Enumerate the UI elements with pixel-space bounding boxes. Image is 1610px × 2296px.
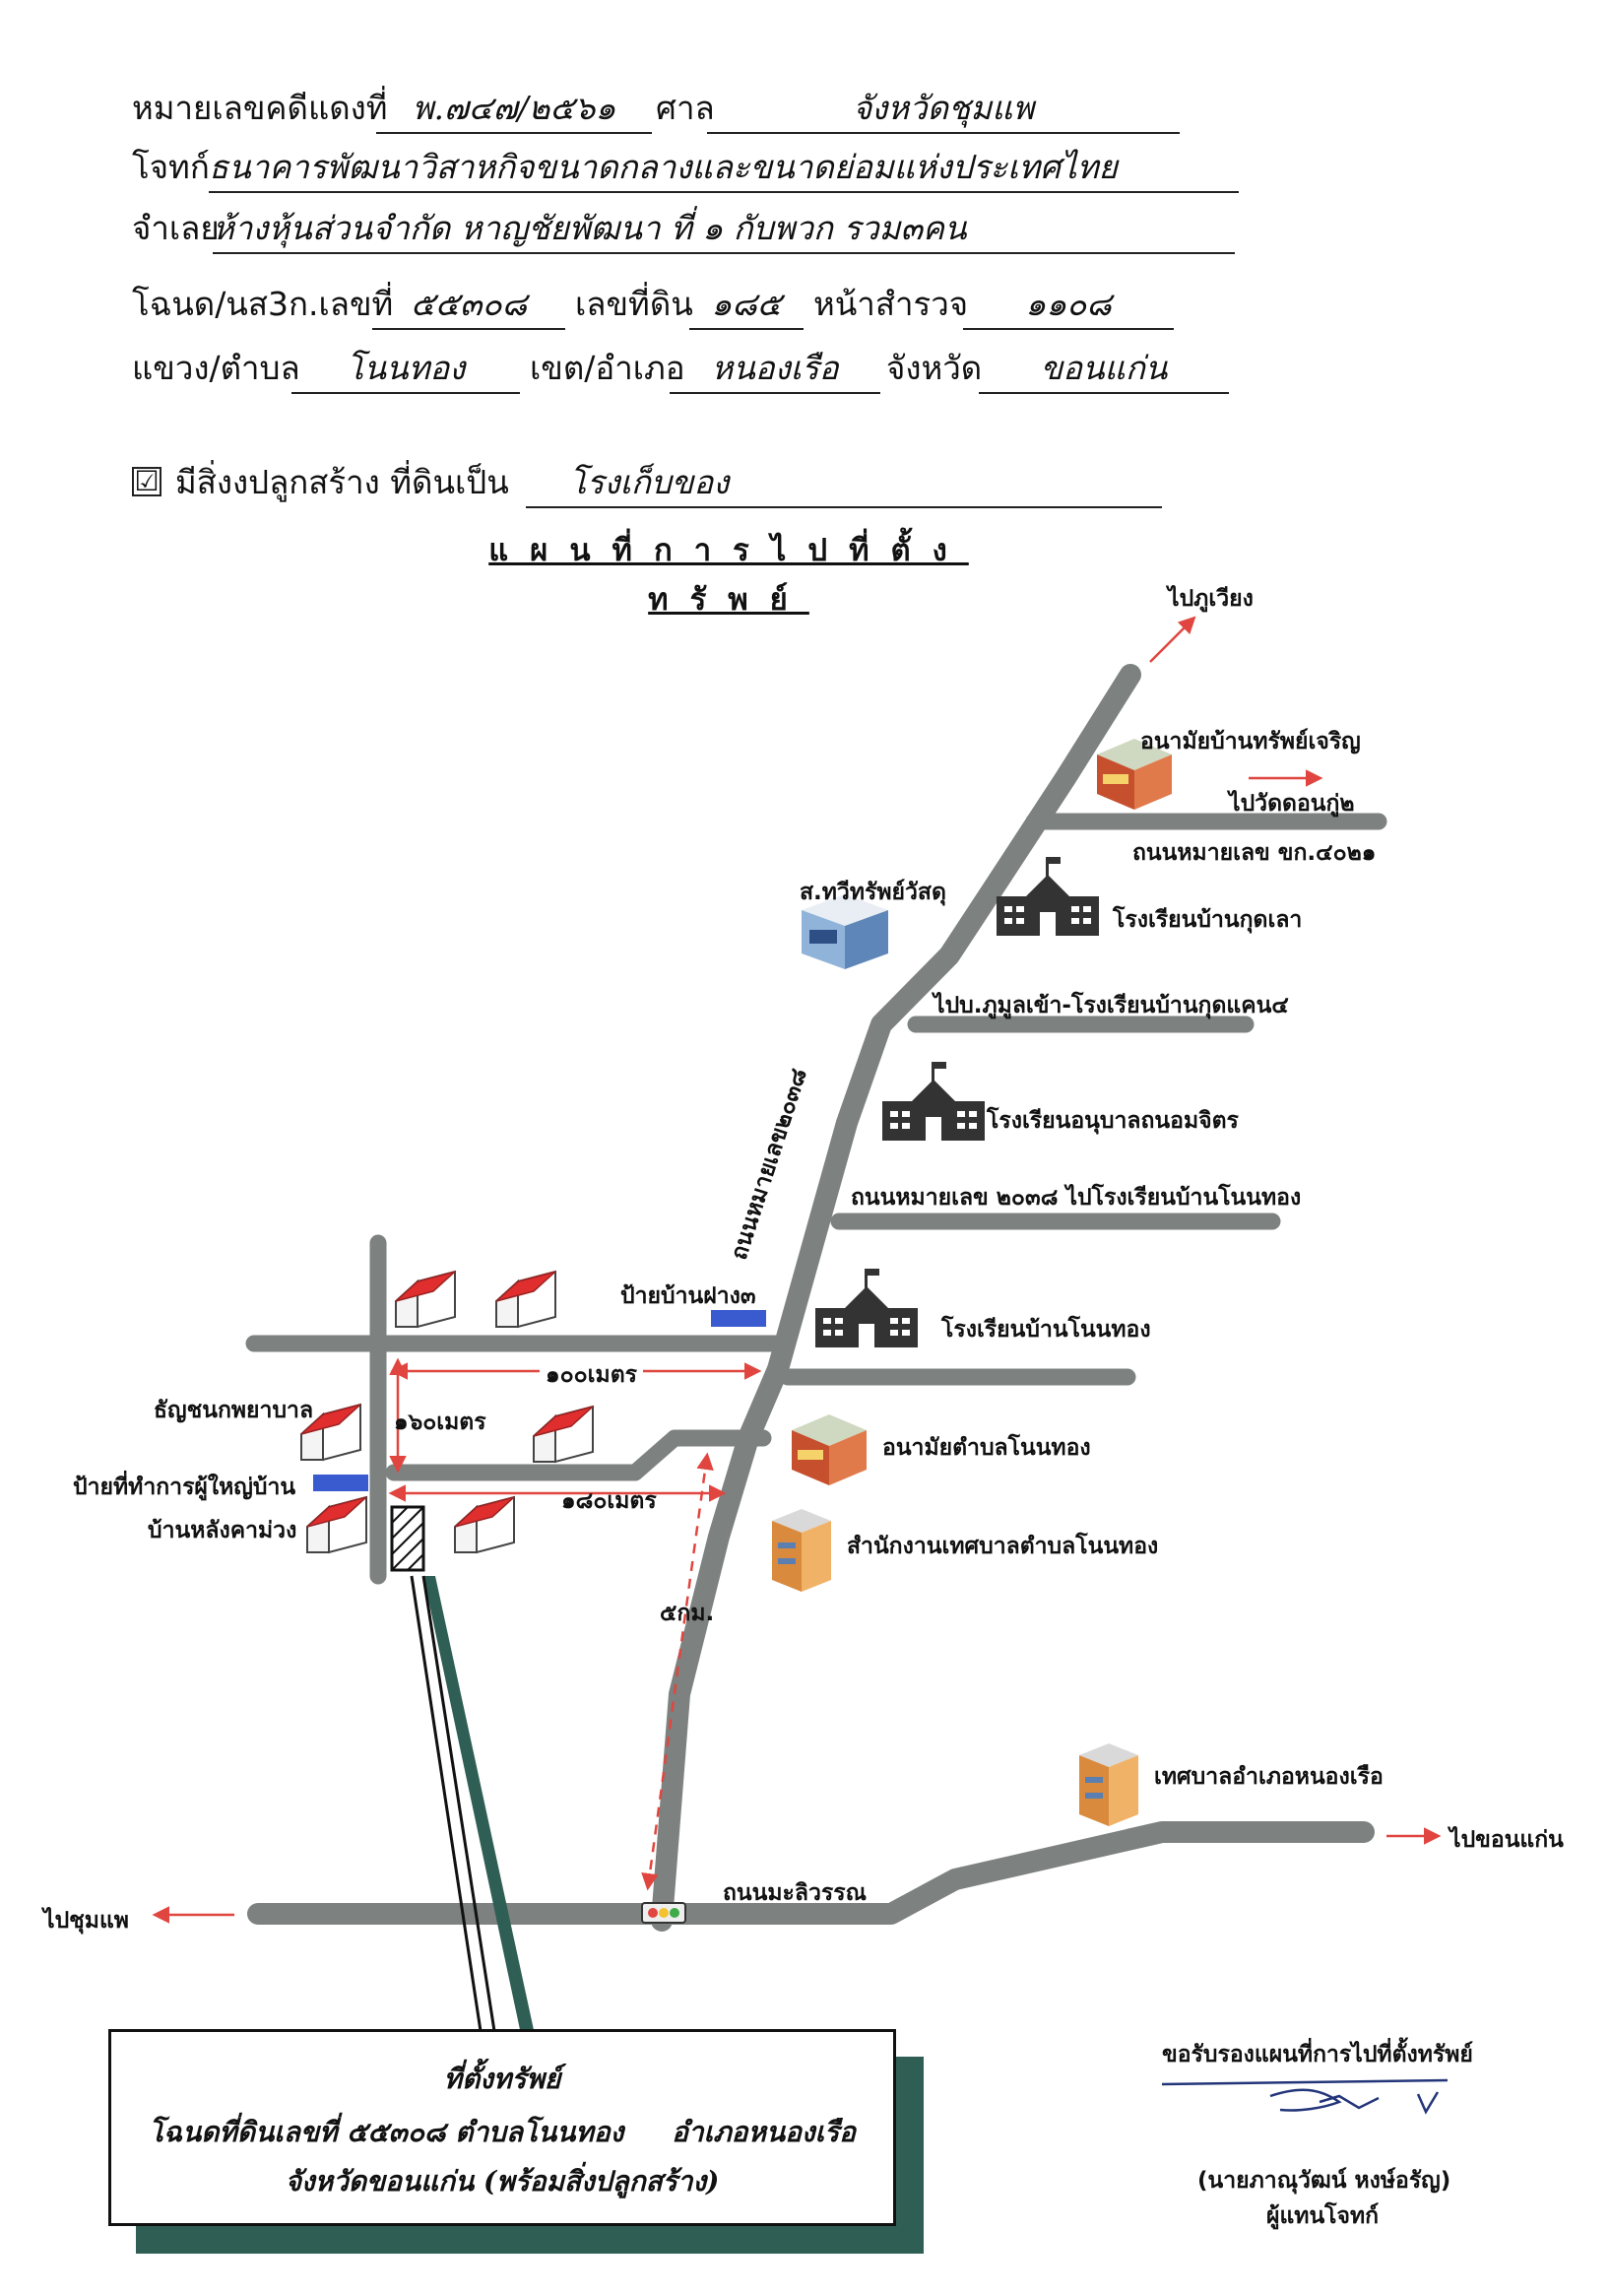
label-lang-kham-muang: บ้านหลังคาม่วง [148,1518,297,1543]
plaintiff-value: ธนาคารพัฒนาวิสาหกิจขนาดกลางและขนาดย่อมแห… [209,144,1239,193]
location-line-2: จังหวัดขอนแก่น (พร้อมสิ่งปลูกสร้าง) [285,2165,720,2198]
court-value: จังหวัดชุมแพ [707,85,1180,134]
arrow-to-phu-wiang [1149,616,1196,663]
label-road-mali: ถนนมะลิวรรณ [723,1880,867,1906]
deed-label: โฉนด/นส3ก.เลขที่ [132,285,394,323]
label-thanyachon: ธัญชนกพยาบาล [154,1398,314,1423]
school-icon [815,1269,918,1347]
certify-text: ขอรับรองแผนที่การไปที่ตั้งทรัพย์ [1162,2042,1473,2067]
label-to-phu-wiang: ไปภูเวียง [1168,586,1254,612]
schools [815,857,1099,1347]
plaintiff-label: โจทก์ [132,148,210,186]
case-number: พ.๗๔๗/๒๕๖๑ [376,85,652,134]
location-title: ที่ตั้งทรัพย์ [443,2063,561,2095]
label-5km: ๕กม. [660,1601,715,1626]
land-number: ๑๘๕ [689,281,804,330]
house-icon [306,1495,367,1554]
label-100m: ๑๐๐เมตร [540,1357,643,1393]
province-value: ขอนแก่น [979,345,1229,394]
land-no-label: เลขที่ดิน [575,285,693,323]
building-health-center [792,1414,867,1485]
building-municipal-office [772,1509,831,1592]
defendant-label: จำเลย [132,209,220,247]
district-label: เขต/อำเภอ [530,349,685,387]
label-school-non-thong: โรงเรียนบ้านโนนทอง [941,1317,1151,1343]
label-to-wat-don-ku: ไปวัดดอนกู่๒ [1229,791,1355,817]
label-headman-sign: ป้ายที่ทำการผู้ใหญ่บ้าน [73,1475,296,1500]
house-icon [454,1495,515,1554]
arrow-5km [641,1452,714,1891]
court-label: ศาล [656,89,715,127]
address-line: แขวง/ตำบล โนนทอง เขต/อำเภอ หนองเรือ จังห… [0,345,1610,404]
signer-name: (นายภาณุวัฒน์ หงษ์อรัญ) [1197,2168,1451,2194]
pointer-lines [410,1575,536,2039]
subdistrict-value: โนนทอง [291,345,520,394]
building-nong-ruea-municipality [1079,1743,1138,1826]
label-health-sap-charoen: อนามัยบ้านทรัพย์เจริญ [1140,729,1361,754]
label-road-khk4021: ถนนหมายเลข ขก.๔๐๒๑ [1132,840,1377,866]
headman-sign-marker [313,1475,368,1491]
case-label: หมายเลขคดีแดงที่ [132,89,388,127]
defendant-line: จำเลย ห้างหุ้นส่วนจำกัด หาญชัยพัฒนา ที่ … [0,205,1610,264]
survey-number: ๑๑๐๘ [963,281,1174,330]
plot-hatch [391,1506,424,1571]
defendant-value: ห้างหุ้นส่วนจำกัด หาญชัยพัฒนา ที่ ๑ กับพ… [213,205,1235,254]
building-store [802,894,888,969]
label-sign-fang3: ป้ายบ้านฝาง๓ [620,1283,756,1309]
label-sap-wasadu: ส.ทวีทรัพย์วัสดุ [800,880,946,905]
label-to-khon-kaen: ไปขอนแก่น [1449,1827,1564,1853]
map-title: แผนที่การไปที่ตั้งทรัพย์ [488,533,969,618]
traffic-light-icon [641,1902,686,1924]
deed-number: ๕๕๓๐๘ [372,281,565,330]
plaintiff-line: โจทก์ ธนาคารพัฒนาวิสาหกิจขนาดกลางและขนาด… [0,144,1610,203]
label-school-kut-lao: โรงเรียนบ้านกุดเลา [1113,907,1303,933]
house-icon [395,1270,456,1329]
building-label: มีสิ่งงปลูกสร้าง ที่ดินเป็น [175,463,509,501]
deed-line: โฉนด/นส3ก.เลขที่ ๕๕๓๐๘ เลขที่ดิน ๑๘๕ หน้… [0,281,1610,340]
sign-fang3-marker [711,1310,766,1327]
label-180m: ๑๘๐เมตร [561,1488,657,1514]
label-health-non-thong: อนามัยตำบลโนนทอง [882,1435,1091,1461]
property-location-box: ที่ตั้งทรัพย์ โฉนดที่ดินเลขที่ ๕๕๓๐๘ ตำบ… [108,2029,896,2226]
building-line: มีสิ่งงปลูกสร้าง ที่ดินเป็น โรงเก็บของ [0,459,1610,518]
building-health-center-top [1097,739,1172,810]
label-nong-ruea-municipality: เทศบาลอำเภอหนองเรือ [1154,1764,1384,1790]
label-to-chum-phae: ไปชุมแพ [43,1908,129,1934]
label-road-2038: ถนนหมายเลข ๒๐๓๘ ไปโรงเรียนบ้านโนนทอง [851,1185,1302,1211]
houses [300,1270,594,1554]
district-value: หนองเรือ [670,345,880,394]
house-icon [300,1403,361,1462]
label-municipal-office: สำนักงานเทศบาลตำบลโนนทอง [847,1534,1159,1559]
building-checkbox[interactable]: ☑ [132,467,161,496]
house-icon [533,1405,594,1464]
case-line: หมายเลขคดีแดงที่ พ.๗๔๗/๒๕๖๑ ศาล จังหวัดช… [0,85,1610,144]
province-label: จังหวัด [886,349,983,387]
school-icon [997,857,1099,936]
survey-label: หน้าสำรวจ [813,285,969,323]
label-to-phu-mun: ไปบ.ภูมูลเข้า-โรงเรียนบ้านกุดแคน๔ [934,993,1289,1018]
label-kindergarten: โรงเรียนอนุบาลถนอมจิตร [987,1108,1239,1134]
subdistrict-label: แขวง/ตำบล [132,349,300,387]
signature-mark [1161,2078,1449,2115]
building-value: โรงเก็บของ [526,459,1162,508]
label-160m: ๑๖๐เมตร [394,1410,486,1435]
signer-role: ผู้แทนโจทก์ [1266,2203,1380,2229]
location-line-1: โฉนดที่ดินเลขที่ ๕๕๓๐๘ ตำบลโนนทอง อำเภอห… [149,2116,856,2148]
school-icon [882,1062,985,1141]
house-icon [495,1270,556,1329]
